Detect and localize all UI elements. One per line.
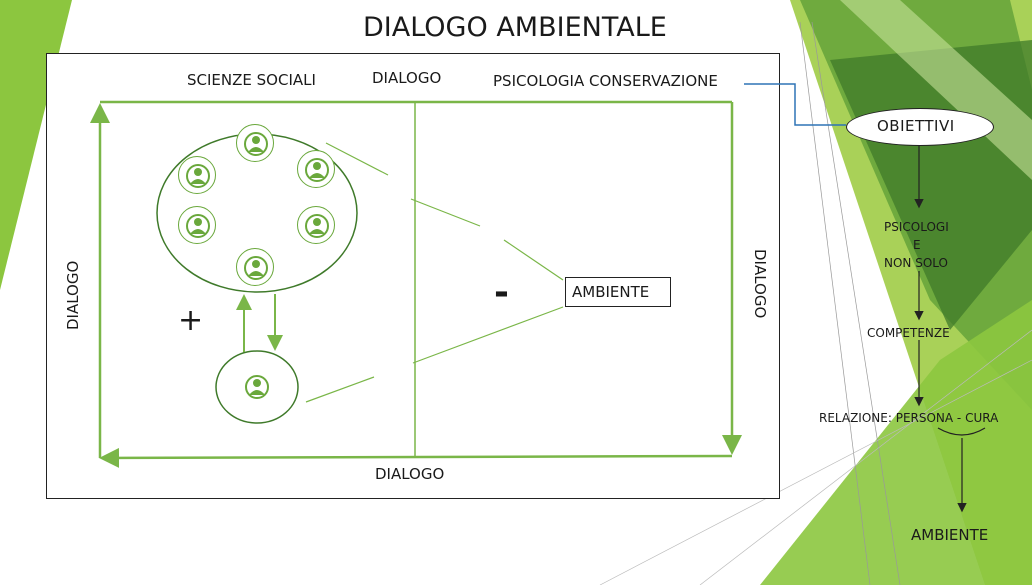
decor-line-1 <box>799 21 871 585</box>
decor-line-2 <box>811 21 901 585</box>
person-node <box>297 150 335 188</box>
person-icon <box>244 256 268 280</box>
environment-box <box>565 277 671 307</box>
decor-line-4 <box>699 329 1032 585</box>
person-node <box>236 124 274 162</box>
person-node <box>178 156 216 194</box>
funnel-bottom-1 <box>412 306 564 364</box>
relation-bracket <box>937 427 986 436</box>
right-bottom-shard <box>760 300 1032 585</box>
person-node <box>178 206 216 244</box>
slide-title: DIALOGO AMBIENTALE <box>363 12 667 43</box>
person-icon <box>305 214 329 238</box>
label-dialogo-bottom: DIALOGO <box>375 465 445 483</box>
person-icon <box>305 158 329 182</box>
funnel-bottom-2 <box>305 376 375 403</box>
competenze-label: COMPETENZE <box>867 326 950 340</box>
person-icon <box>186 214 210 238</box>
person-node <box>297 206 335 244</box>
label-dialogo-left: DIALOGO <box>64 260 82 330</box>
person-icon <box>186 164 210 188</box>
funnel-top-1 <box>325 142 389 176</box>
relazione-label: RELAZIONE: PERSONA - CURA <box>819 411 999 425</box>
label-dialogo-right: DIALOGO <box>751 249 769 319</box>
person-node <box>236 248 274 286</box>
diagram-panel <box>46 53 780 499</box>
minus-sign: - <box>494 272 509 313</box>
funnel-top-3 <box>503 239 564 281</box>
psicologi-line-2: E <box>913 238 921 252</box>
frame-bottom-arrow <box>99 447 733 468</box>
person-icon <box>244 132 268 156</box>
label-scienze-sociali: SCIENZE SOCIALI <box>187 71 316 89</box>
objectives-label: OBIETTIVI <box>877 117 955 135</box>
plus-sign: + <box>178 303 204 338</box>
person-icon <box>245 375 269 399</box>
connector-to-objectives <box>744 83 846 126</box>
label-dialogo-top: DIALOGO <box>372 69 442 87</box>
psicologi-line-3: NON SOLO <box>884 256 948 270</box>
single-person <box>238 368 276 406</box>
psicologi-line-1: PSICOLOGI <box>884 220 949 234</box>
environment-label: AMBIENTE <box>572 283 650 301</box>
decor-line-3 <box>599 359 1032 585</box>
funnel-top-2 <box>410 198 481 227</box>
objectives-ellipse <box>846 108 994 146</box>
ambiente-final-label: AMBIENTE <box>911 526 989 544</box>
label-psicologia-conservazione: PSICOLOGIA CONSERVAZIONE <box>493 72 718 90</box>
